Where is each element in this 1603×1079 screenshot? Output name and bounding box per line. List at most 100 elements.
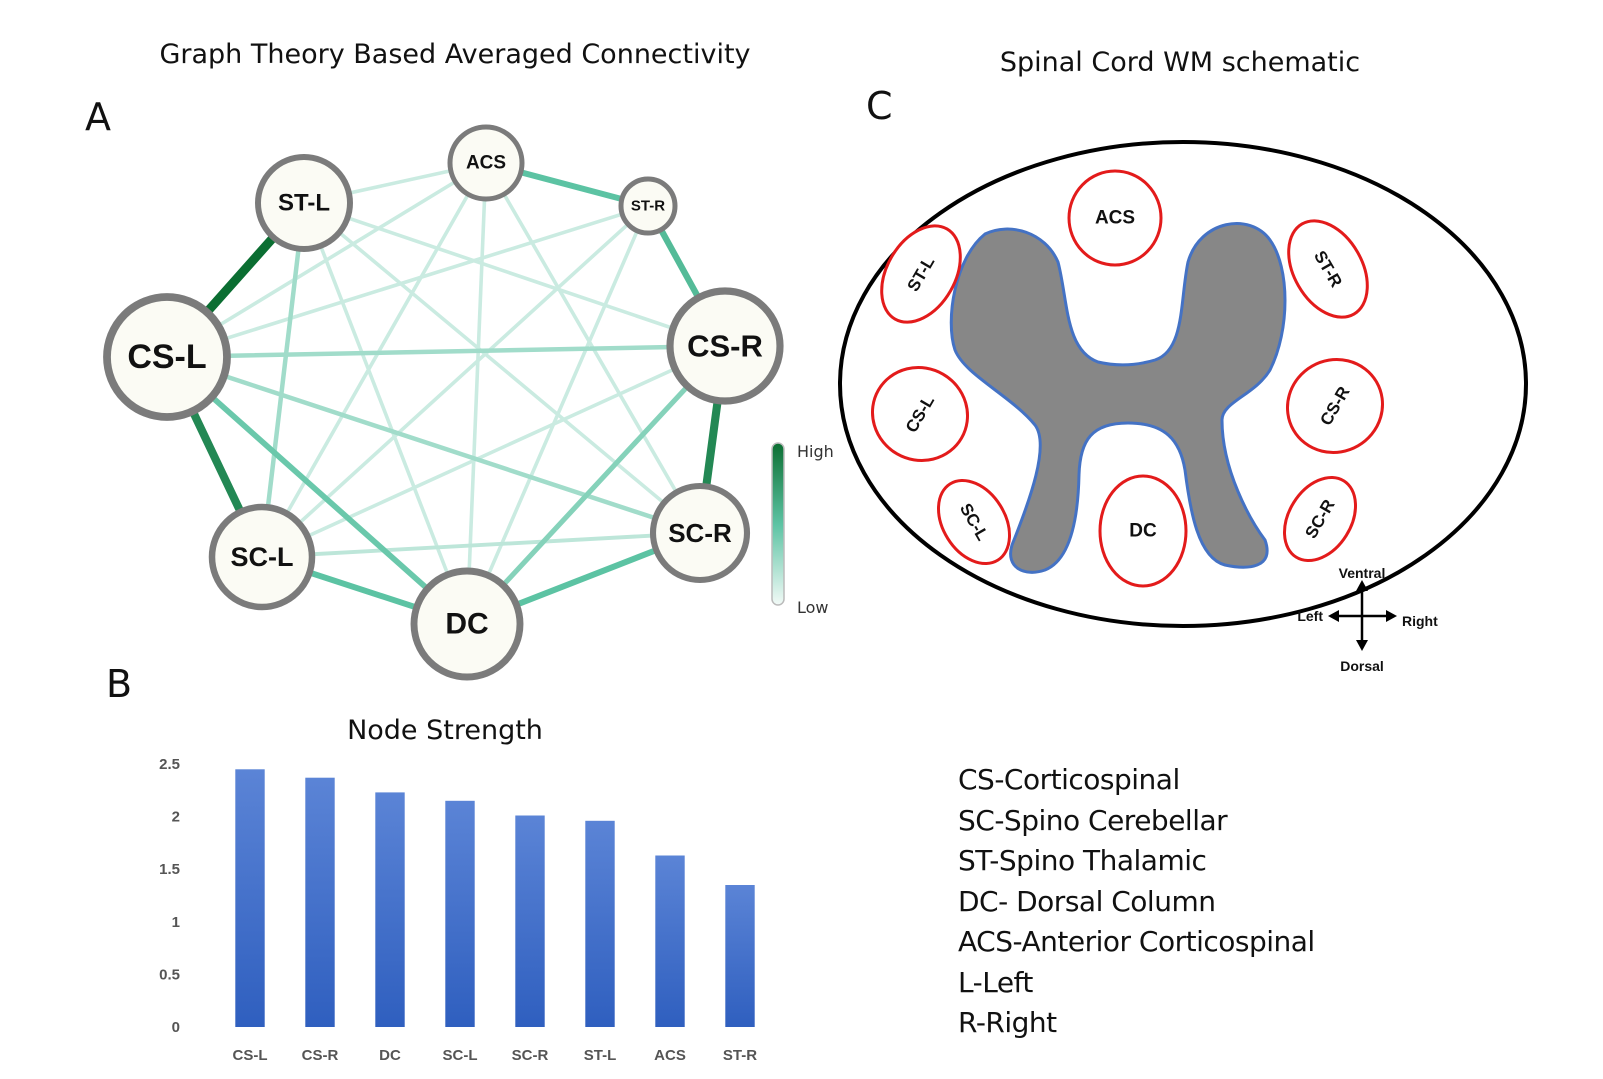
panel-c-title: Spinal Cord WM schematic bbox=[1000, 47, 1360, 78]
bar-st-r bbox=[725, 885, 755, 1027]
edge-st-l-cs-r bbox=[302, 201, 727, 348]
chart-title: Node Strength bbox=[347, 715, 543, 746]
node-label: SC-L bbox=[231, 542, 294, 572]
tract-sc-l: SC-L bbox=[937, 478, 1011, 566]
tract-acs: ACS bbox=[1067, 169, 1163, 267]
bar-sc-r bbox=[515, 815, 545, 1027]
edge-st-l-sc-r bbox=[302, 201, 702, 535]
panel-b-label: B bbox=[106, 662, 132, 706]
node-label: CS-R bbox=[687, 329, 763, 364]
tract-ellipse bbox=[1283, 475, 1357, 563]
node-label: ST-R bbox=[631, 198, 665, 215]
node-label: CS-L bbox=[127, 338, 206, 376]
panel-a: A Graph Theory Based Averaged Connectivi… bbox=[85, 39, 834, 681]
edge-acs-dc bbox=[465, 161, 488, 626]
panel-c-label: C bbox=[866, 84, 893, 128]
tract-ellipse bbox=[1287, 219, 1369, 319]
legend-item: ACS-Anterior Corticospinal bbox=[958, 925, 1315, 958]
edge-sc-l-sc-r bbox=[260, 531, 702, 559]
node-label: ACS bbox=[466, 153, 506, 174]
x-tick-label: ACS bbox=[654, 1047, 686, 1064]
edge-cs-l-sc-r bbox=[164, 354, 703, 536]
edge-cs-l-dc bbox=[164, 354, 470, 627]
x-tick-label: CS-L bbox=[233, 1047, 268, 1064]
compass-arrow-down bbox=[1356, 640, 1368, 651]
edge-st-r-cs-l bbox=[165, 204, 650, 359]
node-sc-l: SC-L bbox=[208, 503, 316, 611]
colorbar-gradient bbox=[771, 442, 785, 606]
compass-arrow-right bbox=[1386, 610, 1397, 622]
node-label: SC-R bbox=[668, 518, 732, 548]
bar-st-l bbox=[585, 820, 615, 1027]
legend-item: SC-Spino Cerebellar bbox=[958, 803, 1228, 837]
node-circle bbox=[666, 287, 784, 405]
colorbar: High Low bbox=[771, 442, 834, 617]
panel-a-title: Graph Theory Based Averaged Connectivity bbox=[159, 39, 750, 70]
compass-dorsal-label: Dorsal bbox=[1340, 658, 1384, 674]
x-tick-label: SC-L bbox=[443, 1047, 478, 1064]
tract-ellipse bbox=[1098, 474, 1188, 588]
colorbar-high-label: High bbox=[797, 442, 834, 461]
tract-cs-l: CS-L bbox=[870, 365, 970, 463]
tract-label: ACS bbox=[1095, 208, 1135, 229]
compass-ventral-label: Ventral bbox=[1339, 565, 1386, 581]
legend-item: DC- Dorsal Column bbox=[958, 884, 1216, 918]
node-st-l: ST-L bbox=[255, 154, 353, 252]
compass-left-label: Left bbox=[1297, 608, 1323, 624]
node-label: DC bbox=[445, 608, 488, 641]
edge-cs-r-dc bbox=[464, 343, 728, 627]
edge-acs-sc-l bbox=[260, 161, 488, 559]
node-circle bbox=[208, 503, 316, 611]
node-cs-r: CS-R bbox=[666, 287, 784, 405]
edge-st-r-sc-l bbox=[260, 204, 650, 559]
bar-acs bbox=[655, 855, 685, 1027]
compass-arrow-left bbox=[1328, 610, 1339, 622]
edge-st-r-dc bbox=[465, 204, 650, 626]
node-dc: DC bbox=[410, 567, 524, 681]
node-st-r: ST-R bbox=[618, 176, 678, 236]
tract-ellipse bbox=[1285, 357, 1385, 455]
panel-c: C Spinal Cord WM schematic ACS ST-L ST-R CS… bbox=[838, 47, 1528, 674]
compass-right-label: Right bbox=[1402, 613, 1438, 629]
y-tick-label: 1 bbox=[172, 914, 180, 931]
x-tick-label: SC-R bbox=[512, 1047, 549, 1064]
y-tick-label: 0.5 bbox=[159, 966, 180, 983]
tract-label: DC bbox=[1129, 521, 1157, 542]
panel-a-label: A bbox=[85, 95, 111, 139]
x-tick-label: DC bbox=[379, 1047, 401, 1064]
y-tick-label: 2 bbox=[172, 809, 180, 826]
node-circle bbox=[255, 154, 353, 252]
node-circle bbox=[447, 124, 525, 202]
node-circle bbox=[618, 176, 678, 236]
node-sc-r: SC-R bbox=[649, 482, 751, 584]
tract-st-l: ST-L bbox=[880, 224, 962, 324]
tract-ellipse bbox=[870, 365, 970, 463]
legend-item: CS-Corticospinal bbox=[958, 763, 1180, 796]
legend-item: L-Left bbox=[958, 965, 1033, 999]
tract-st-r: ST-R bbox=[1287, 219, 1369, 319]
node-circle bbox=[103, 293, 231, 421]
abbreviation-legend: CS-Corticospinal SC-Spino Cerebellar ST-… bbox=[958, 760, 1315, 1044]
tract-ellipse bbox=[937, 478, 1011, 566]
y-tick-label: 0 bbox=[172, 1019, 180, 1036]
x-tick-label: CS-R bbox=[302, 1047, 339, 1064]
edge-st-l-sc-l bbox=[259, 200, 307, 560]
edge-cs-l-cs-r bbox=[164, 343, 728, 360]
tract-dc: DC bbox=[1098, 474, 1188, 588]
y-tick-label: 1.5 bbox=[159, 861, 180, 878]
edge-st-l-dc bbox=[302, 201, 469, 626]
colorbar-low-label: Low bbox=[797, 598, 829, 617]
tract-cs-r: CS-R bbox=[1285, 357, 1385, 455]
compass-arrow-up bbox=[1356, 580, 1368, 591]
tract-ellipse bbox=[880, 224, 962, 324]
bar-dc bbox=[375, 792, 405, 1027]
bar-sc-l bbox=[445, 800, 475, 1027]
bar-cs-r bbox=[305, 777, 335, 1027]
legend-item: ST-Spino Thalamic bbox=[958, 844, 1207, 877]
gray-matter bbox=[949, 222, 1287, 574]
edge-cs-r-sc-l bbox=[260, 344, 727, 559]
